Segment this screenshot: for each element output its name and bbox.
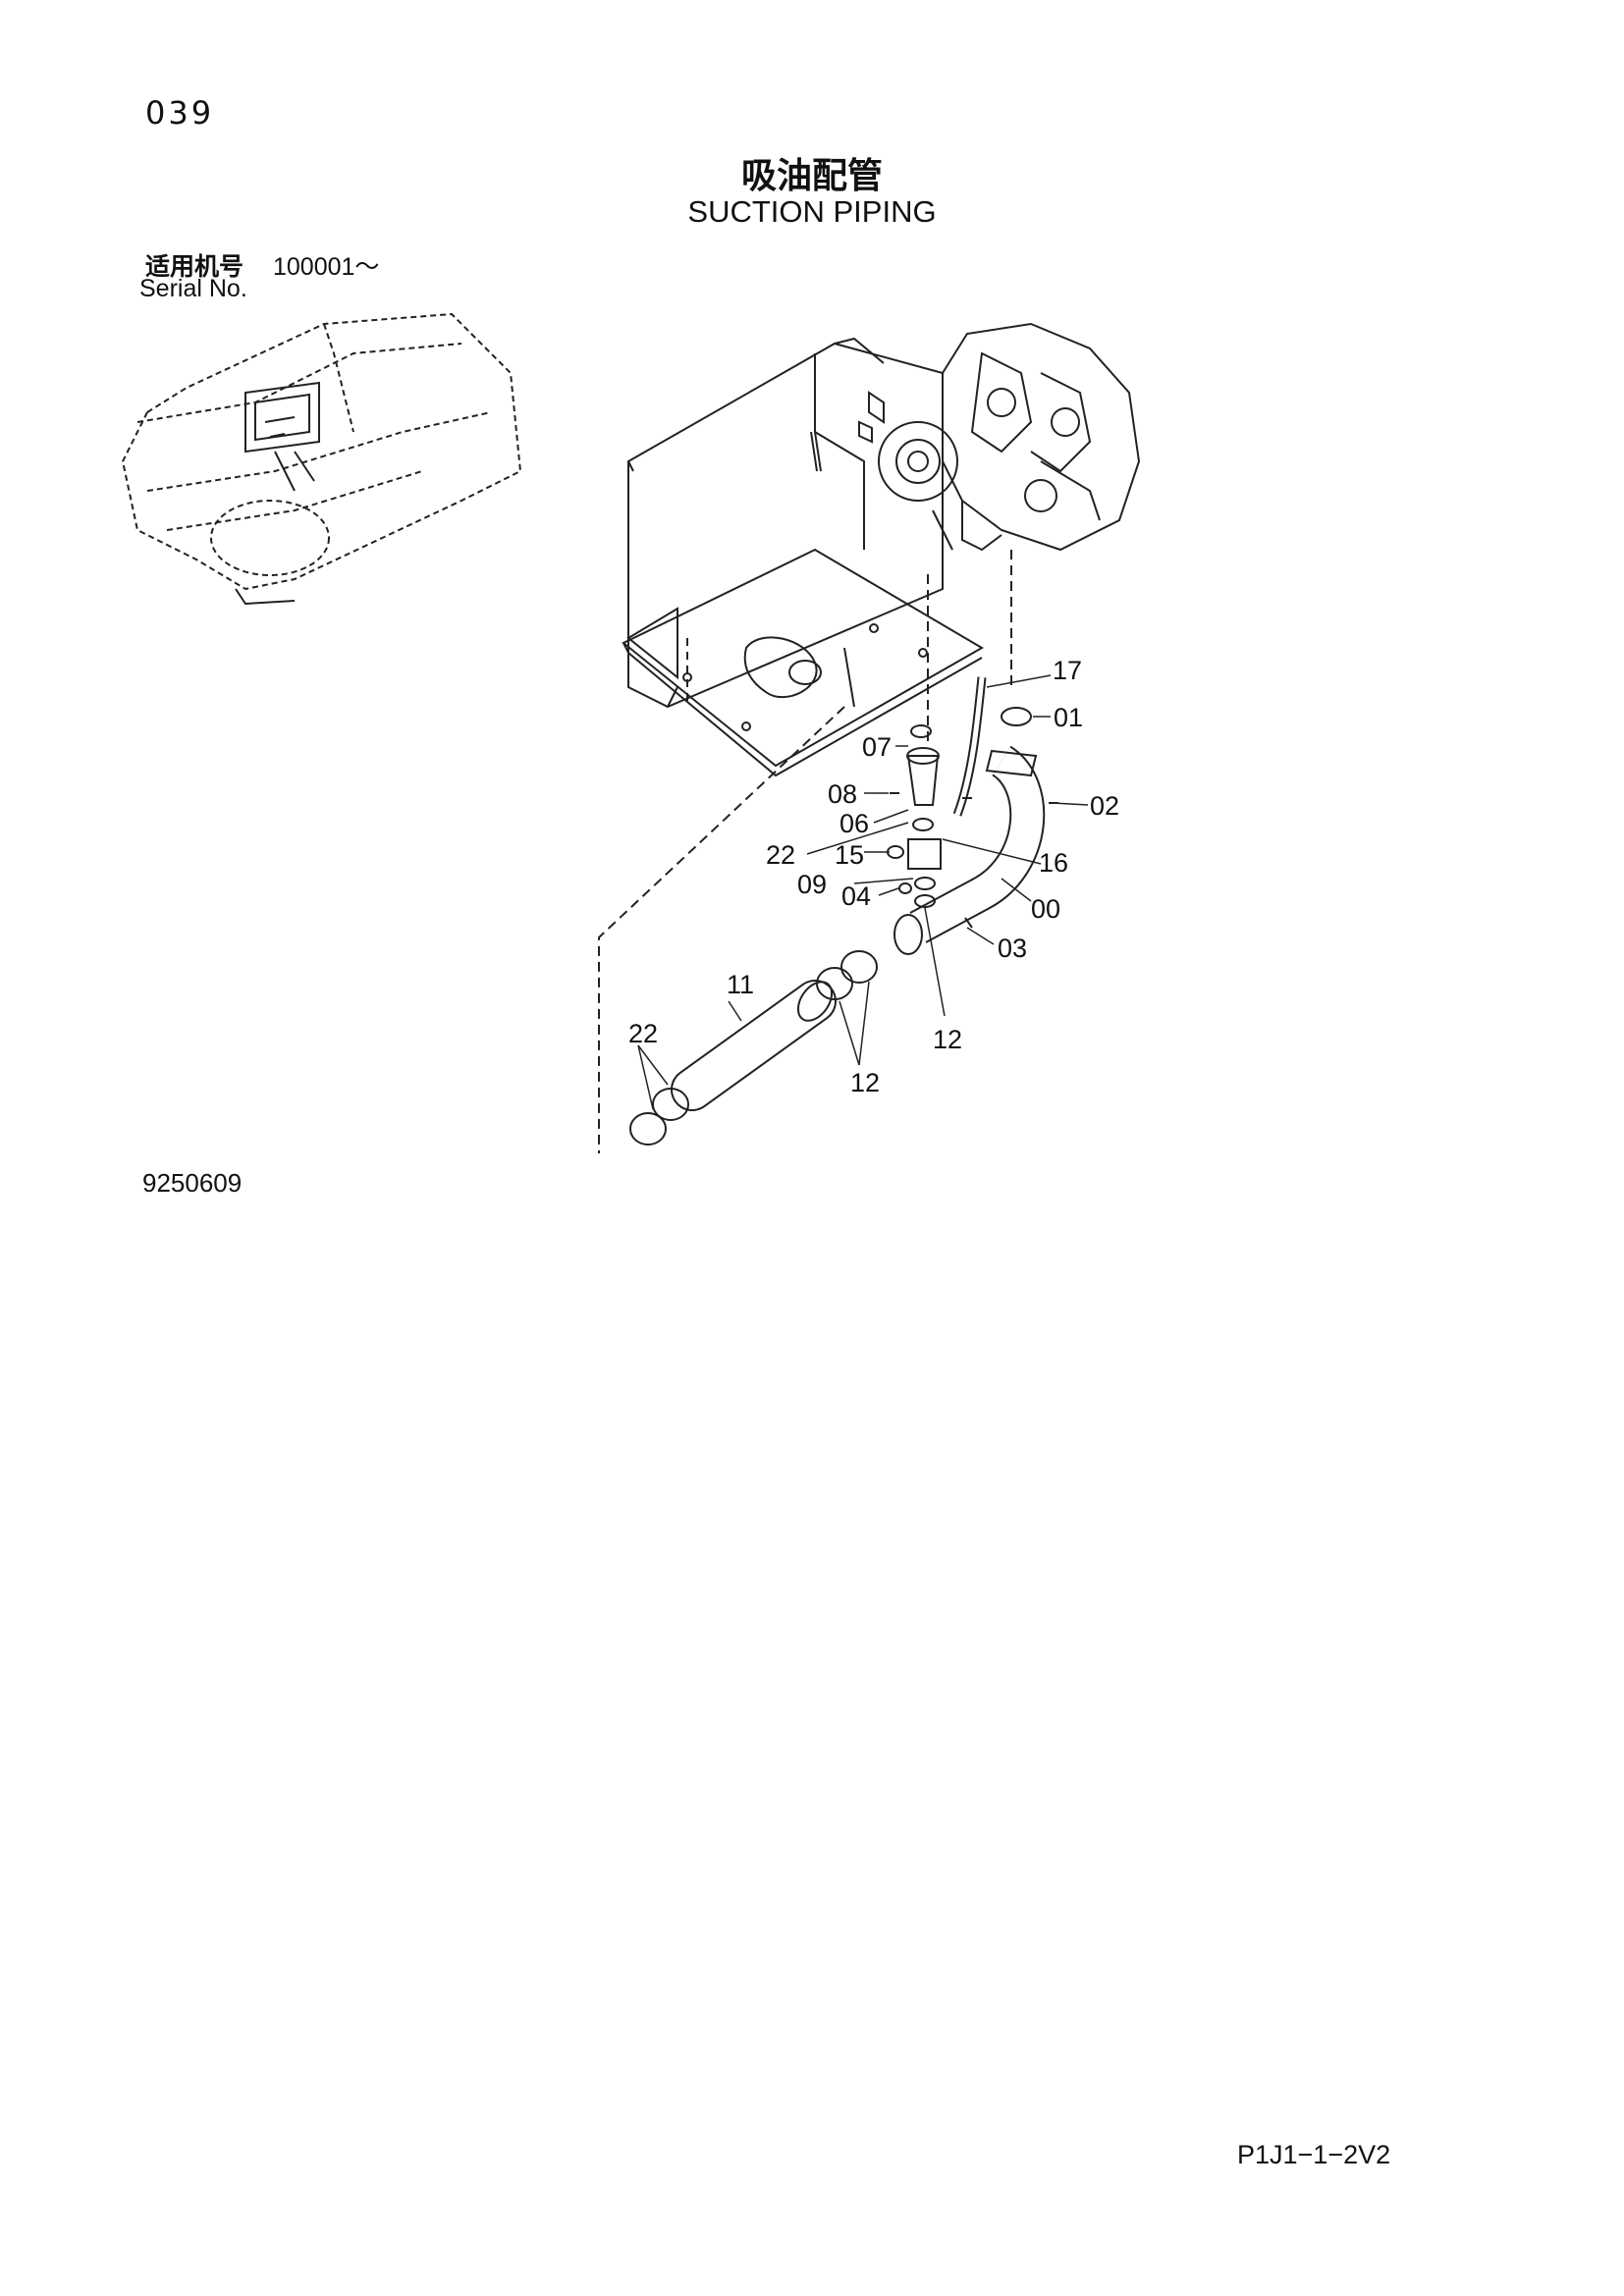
callout-07: 07 xyxy=(862,732,892,762)
serial-label-english: Serial No. xyxy=(139,275,247,302)
callout-labels: 17 01 07 08 06 02 22 15 16 09 04 00 03 1… xyxy=(628,656,1119,1097)
callout-03: 03 xyxy=(998,934,1027,963)
assembly-lines xyxy=(598,550,1012,1153)
title-chinese: 吸油配管 xyxy=(740,156,883,196)
callout-01: 01 xyxy=(1054,703,1083,732)
callout-22-lower: 12 xyxy=(933,1025,962,1054)
suction-pipe-00 xyxy=(893,745,1046,955)
callout-22-upper: 22 xyxy=(766,840,795,870)
hose-clamps-12 xyxy=(629,950,878,1146)
callout-06: 06 xyxy=(839,809,869,838)
leader-lines xyxy=(637,674,1089,1110)
pump-housing xyxy=(626,337,944,709)
hose-11 xyxy=(671,980,837,1111)
title-english: SUCTION PIPING xyxy=(687,194,937,229)
callout-11: 11 xyxy=(727,970,754,999)
callout-00: 00 xyxy=(1031,894,1060,924)
callout-17: 17 xyxy=(1053,656,1082,685)
callout-04: 04 xyxy=(841,881,871,911)
hydraulic-pump xyxy=(878,322,1141,552)
callout-12-right: 12 xyxy=(850,1068,880,1097)
callout-08: 08 xyxy=(828,779,857,809)
callout-16: 16 xyxy=(1039,848,1068,878)
serial-label-chinese: 适用机号 xyxy=(145,252,244,281)
callout-02: 02 xyxy=(1090,791,1119,821)
serial-value: 100001～ xyxy=(273,253,380,281)
o-ring-01 xyxy=(1001,707,1032,726)
callout-09: 09 xyxy=(797,870,827,899)
tank-plate xyxy=(622,548,984,777)
fitting-group xyxy=(887,724,1058,929)
drawing-number: 9250609 xyxy=(142,1168,243,1198)
locator-thumbnail xyxy=(121,312,522,606)
page-number: 039 xyxy=(145,94,215,132)
callout-15: 15 xyxy=(835,840,864,870)
callout-12-left: 22 xyxy=(628,1019,658,1048)
page-code: P1J1−1−2V2 xyxy=(1237,2140,1391,2169)
